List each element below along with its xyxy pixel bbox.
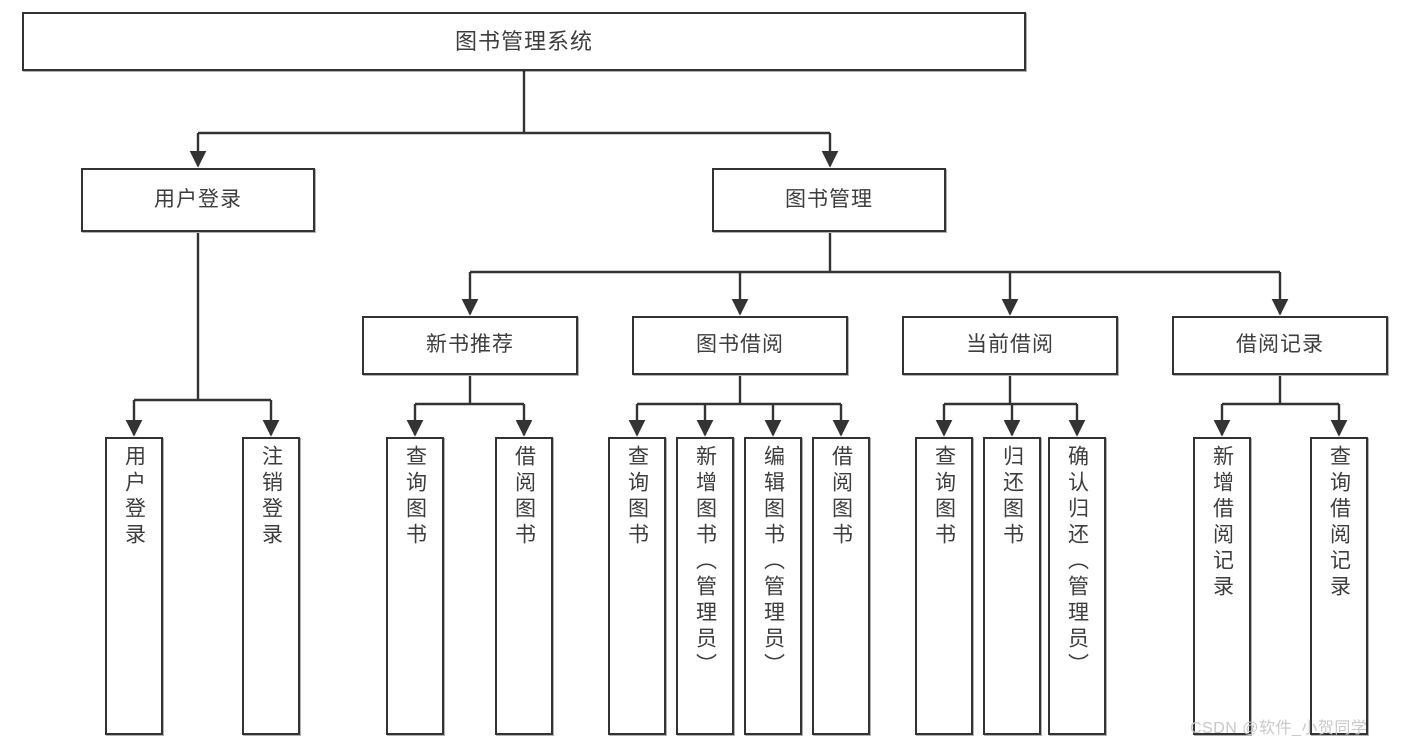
node-label: 图书借阅 xyxy=(696,333,784,357)
node-book-borrow[interactable]: 图书借阅 xyxy=(632,316,848,375)
node-label: 新增图书（管理员） xyxy=(693,445,717,679)
node-label: 注销登录 xyxy=(259,445,283,549)
node-borrow-record[interactable]: 借阅记录 xyxy=(1172,316,1388,375)
leaf-user-login-login[interactable]: 用户登录 xyxy=(105,437,163,735)
node-new-book-recommend[interactable]: 新书推荐 xyxy=(362,316,578,375)
node-label: 借阅图书 xyxy=(512,445,536,549)
leaf-current-borrow-confirm-admin[interactable]: 确认归还（管理员） xyxy=(1048,437,1106,735)
node-label: 确认归还（管理员） xyxy=(1065,445,1089,679)
node-label: 图书管理 xyxy=(785,187,873,211)
node-label: 查询图书 xyxy=(625,445,649,549)
node-label: 编辑图书（管理员） xyxy=(761,445,785,679)
leaf-current-borrow-query[interactable]: 查询图书 xyxy=(915,437,973,735)
node-label: 查询借阅记录 xyxy=(1327,445,1351,601)
leaf-user-login-logout[interactable]: 注销登录 xyxy=(242,437,300,735)
leaf-book-borrow-query[interactable]: 查询图书 xyxy=(608,437,666,735)
node-label: 借阅记录 xyxy=(1236,333,1324,357)
node-label: 当前借阅 xyxy=(966,333,1054,357)
node-book-management[interactable]: 图书管理 xyxy=(712,168,946,232)
leaf-new-book-query[interactable]: 查询图书 xyxy=(386,437,444,735)
node-root-system[interactable]: 图书管理系统 xyxy=(22,12,1026,71)
node-label: 用户登录 xyxy=(122,445,146,549)
leaf-new-book-borrow[interactable]: 借阅图书 xyxy=(495,437,553,735)
node-label: 借阅图书 xyxy=(829,445,853,549)
leaf-borrow-record-add[interactable]: 新增借阅记录 xyxy=(1193,437,1251,735)
node-label: 归还图书 xyxy=(1000,445,1024,549)
node-current-borrow[interactable]: 当前借阅 xyxy=(902,316,1118,375)
node-label: 新书推荐 xyxy=(426,333,514,357)
leaf-borrow-record-query[interactable]: 查询借阅记录 xyxy=(1310,437,1368,735)
node-label: 用户登录 xyxy=(154,187,242,211)
node-label: 新增借阅记录 xyxy=(1210,445,1234,601)
node-user-login[interactable]: 用户登录 xyxy=(81,168,315,232)
leaf-current-borrow-return[interactable]: 归还图书 xyxy=(983,437,1041,735)
leaf-book-borrow-add-admin[interactable]: 新增图书（管理员） xyxy=(676,437,734,735)
node-label: 查询图书 xyxy=(403,445,427,549)
leaf-book-borrow-borrow[interactable]: 借阅图书 xyxy=(812,437,870,735)
csdn-watermark: CSDN @软件_小贺同学 xyxy=(1190,720,1368,737)
node-label: 查询图书 xyxy=(932,445,956,549)
leaf-book-borrow-edit-admin[interactable]: 编辑图书（管理员） xyxy=(744,437,802,735)
node-label: 图书管理系统 xyxy=(454,28,593,54)
